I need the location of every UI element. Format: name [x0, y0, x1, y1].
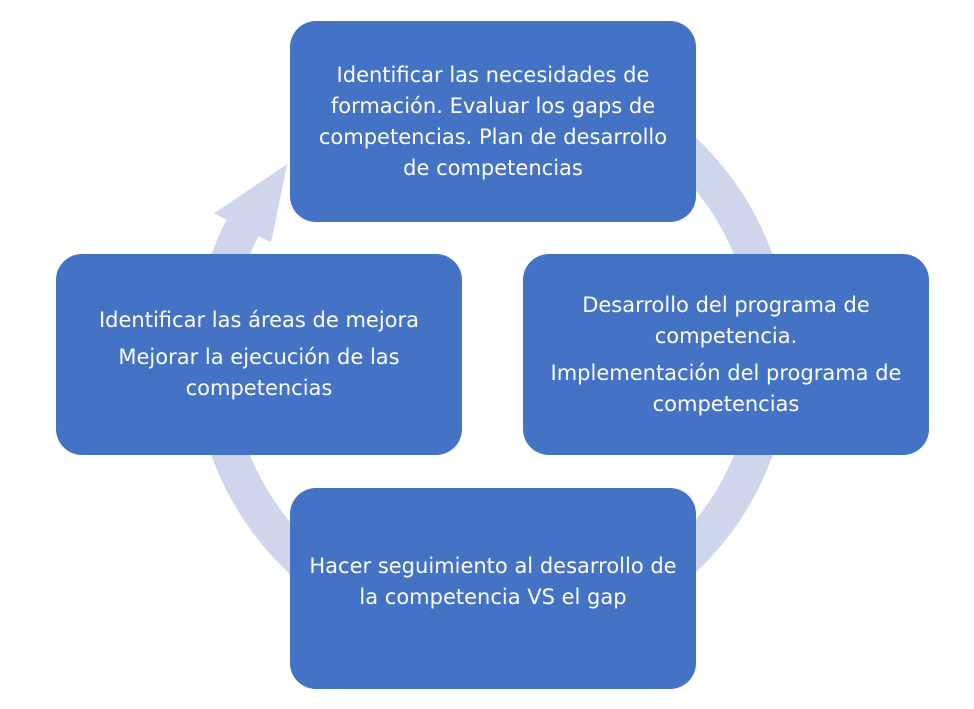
step-text: Desarrollo del programa de competencia.: [582, 292, 870, 348]
cycle-arrowhead-icon: [214, 164, 288, 243]
step-text: Identificar las áreas de mejora: [98, 308, 420, 332]
cycle-step-right: Desarrollo del programa de competencia. …: [523, 254, 929, 455]
step-text: Implementación del programa de competenc…: [550, 360, 902, 416]
cycle-step-bottom: Hacer seguimiento al desarrollo de la co…: [290, 488, 696, 689]
step-text: Identificar las necesidades de formación…: [318, 62, 668, 180]
step-text: Hacer seguimiento al desarrollo de la co…: [309, 553, 677, 609]
cycle-step-top: Identificar las necesidades de formación…: [290, 21, 696, 222]
cycle-step-left: Identificar las áreas de mejora Mejorar …: [56, 254, 462, 455]
step-text: Mejorar la ejecución de las competencias: [118, 345, 400, 400]
